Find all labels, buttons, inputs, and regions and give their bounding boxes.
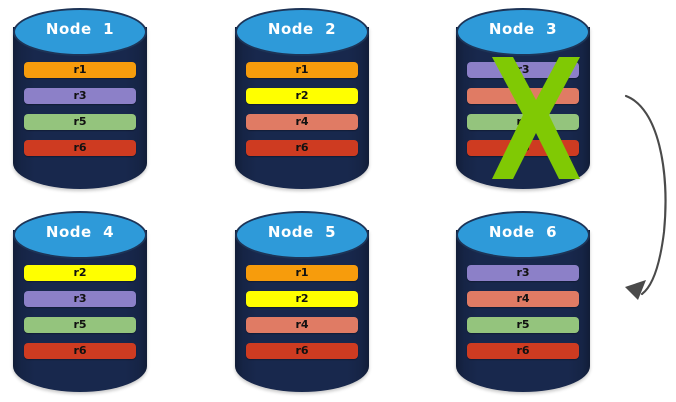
record-bar: r6 (24, 140, 136, 156)
record-bar: r4 (246, 317, 358, 333)
record-bar: r6 (24, 343, 136, 359)
record-bar: r1 (246, 265, 358, 281)
record-list: r1 r3 r5 r6 (13, 62, 147, 156)
record-bar: r5 (467, 114, 579, 130)
node-cylinder-3[interactable]: Node 3 r3 r4 r5 r6 (456, 8, 590, 189)
node-cylinder-5[interactable]: Node 5 r1 r2 r4 r6 (235, 211, 369, 392)
record-list: r1 r2 r4 r6 (235, 265, 369, 359)
curved-arrow-icon (624, 94, 667, 300)
record-bar: r6 (467, 343, 579, 359)
cylinder-body (235, 27, 369, 189)
record-bar: r2 (24, 265, 136, 281)
cylinder-top-disc (456, 8, 590, 56)
cylinder-top-disc (13, 8, 147, 56)
cylinder-body (235, 230, 369, 392)
node-label: Node 5 (267, 223, 337, 241)
record-list: r2 r3 r5 r6 (13, 265, 147, 359)
record-bar: r3 (467, 62, 579, 78)
record-list: r1 r2 r4 r6 (235, 62, 369, 156)
record-bar: r2 (246, 88, 358, 104)
record-bar: r5 (24, 114, 136, 130)
record-list: r3 r4 r5 r6 (456, 265, 590, 359)
node-label: Node 4 (45, 223, 115, 241)
node-label: Node 3 (488, 20, 558, 38)
cylinder-top-disc (235, 211, 369, 259)
node-label: Node 2 (267, 20, 337, 38)
node-label: Node 6 (488, 223, 558, 241)
node-label: Node 1 (45, 20, 115, 38)
record-bar: r1 (24, 62, 136, 78)
cylinder-top-disc (456, 211, 590, 259)
record-bar: r3 (467, 265, 579, 281)
record-list: r3 r4 r5 r6 (456, 62, 590, 156)
node-cylinder-6[interactable]: Node 6 r3 r4 r5 r6 (456, 211, 590, 392)
record-bar: r4 (467, 88, 579, 104)
record-bar: r5 (24, 317, 136, 333)
cylinder-top-disc (235, 8, 369, 56)
record-bar: r3 (24, 88, 136, 104)
record-bar: r4 (246, 114, 358, 130)
record-bar: r6 (467, 140, 579, 156)
record-bar: r6 (246, 343, 358, 359)
record-bar: r3 (24, 291, 136, 307)
record-bar: r1 (246, 62, 358, 78)
node-cylinder-1[interactable]: Node 1 r1 r3 r5 r6 (13, 8, 147, 189)
record-bar: r6 (246, 140, 358, 156)
cylinder-top-disc (13, 211, 147, 259)
record-bar: r2 (246, 291, 358, 307)
record-bar: r4 (467, 291, 579, 307)
node-cylinder-2[interactable]: Node 2 r1 r2 r4 r6 (235, 8, 369, 189)
record-bar: r5 (467, 317, 579, 333)
node-cylinder-4[interactable]: Node 4 r2 r3 r5 r6 (13, 211, 147, 392)
